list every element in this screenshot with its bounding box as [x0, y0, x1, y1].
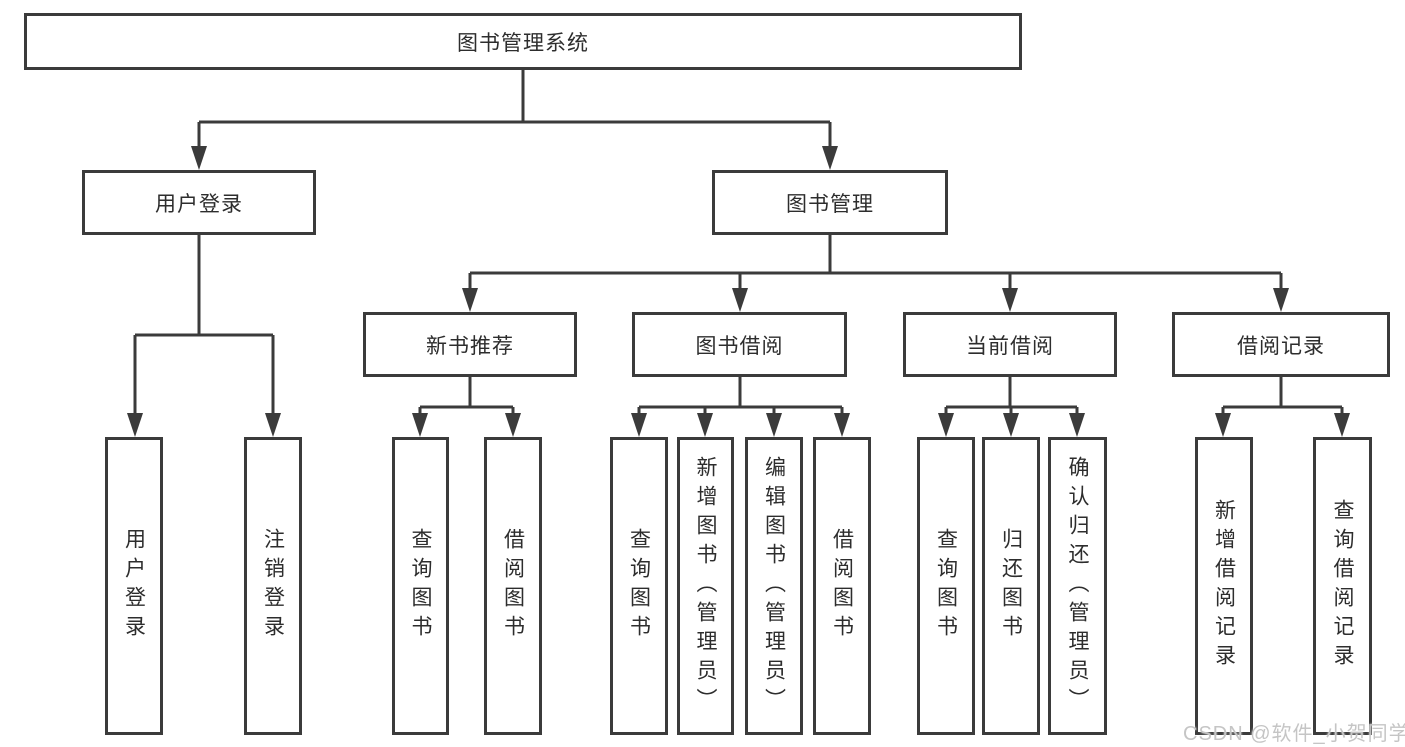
leaf-borrow-add: 新增图书（管理员） [677, 437, 734, 735]
node-new-book-recommend: 新书推荐 [363, 312, 577, 377]
leaf-record-add: 新增借阅记录 [1195, 437, 1253, 735]
connector-root-to-level2 [197, 70, 832, 148]
node-user-login: 用户登录 [82, 170, 316, 235]
node-book-mgmt: 图书管理 [712, 170, 948, 235]
leaf-newbook-borrow: 借阅图书 [484, 437, 542, 735]
leaf-record-query-label: 查询借阅记录 [1331, 499, 1354, 673]
arrowhead-newbook-to-leaves [412, 413, 521, 437]
leaf-user-login-label: 用户登录 [122, 528, 146, 644]
leaf-user-login: 用户登录 [105, 437, 163, 735]
connector-borrowrecord-to-leaves [1221, 377, 1344, 415]
arrowhead-bookmgmt-to-level3 [462, 288, 1289, 312]
leaf-current-return-label: 归还图书 [999, 528, 1023, 644]
arrowhead-userlogin-to-leaves [127, 413, 281, 437]
leaf-logout-label: 注销登录 [261, 528, 285, 644]
leaf-logout: 注销登录 [244, 437, 302, 735]
leaf-current-query: 查询图书 [917, 437, 975, 735]
watermark: CSDN @软件_小贺同学 [1183, 723, 1405, 745]
leaf-current-query-label: 查询图书 [934, 528, 958, 644]
connector-bookmgmt-to-level3 [468, 235, 1283, 290]
leaf-current-confirm-label: 确认归还（管理员） [1066, 455, 1089, 717]
leaf-current-return: 归还图书 [982, 437, 1040, 735]
leaf-borrow-edit: 编辑图书（管理员） [745, 437, 803, 735]
connector-bookborrow-to-leaves [637, 377, 844, 415]
arrowhead-root-to-level2 [191, 146, 838, 170]
connector-newbook-to-leaves [418, 377, 515, 415]
arrowhead-borrowrecord-to-leaves [1215, 413, 1350, 437]
leaf-borrow-add-label: 新增图书（管理员） [694, 455, 717, 717]
leaf-newbook-query: 查询图书 [392, 437, 449, 735]
node-book-borrow: 图书借阅 [632, 312, 847, 377]
leaf-newbook-borrow-label: 借阅图书 [501, 528, 525, 644]
connector-currentborrow-to-leaves [944, 377, 1079, 415]
leaf-borrow-query-label: 查询图书 [627, 528, 651, 644]
leaf-record-query: 查询借阅记录 [1313, 437, 1372, 735]
leaf-borrow-query: 查询图书 [610, 437, 668, 735]
leaf-current-confirm: 确认归还（管理员） [1048, 437, 1107, 735]
leaf-newbook-query-label: 查询图书 [409, 528, 432, 644]
node-borrow-record: 借阅记录 [1172, 312, 1390, 377]
arrowhead-currentborrow-to-leaves [938, 413, 1085, 437]
arrowhead-bookborrow-to-leaves [631, 413, 850, 437]
connector-userlogin-to-leaves [133, 235, 275, 415]
leaf-record-add-label: 新增借阅记录 [1212, 499, 1236, 673]
node-root: 图书管理系统 [24, 13, 1022, 70]
leaf-borrow-borrow-label: 借阅图书 [830, 528, 854, 644]
leaf-borrow-edit-label: 编辑图书（管理员） [762, 455, 786, 717]
leaf-borrow-borrow: 借阅图书 [813, 437, 871, 735]
node-current-borrow: 当前借阅 [903, 312, 1117, 377]
